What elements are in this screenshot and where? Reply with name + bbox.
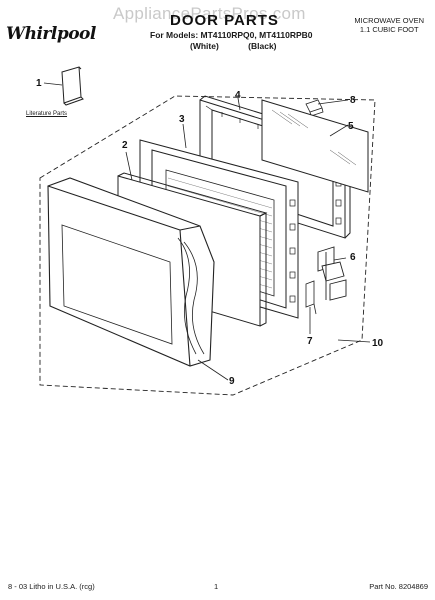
bracket-part	[305, 99, 324, 117]
callout-6: 6	[350, 252, 356, 263]
watermark: AppliancePartsPros.com	[113, 4, 306, 23]
callout-4: 4	[235, 90, 241, 101]
product-description: MICROWAVE OVEN 1.1 CUBIC FOOT	[354, 16, 424, 34]
color-black-label: (Black)	[248, 41, 277, 51]
color-labels: (White) (Black)	[190, 41, 304, 51]
callout-10: 10	[372, 338, 384, 349]
callout-9: 9	[229, 376, 235, 387]
brand-logo: Whirlpool	[6, 24, 96, 44]
footer-print-info: 8 - 03 Litho in U.S.A. (rcg)	[8, 582, 95, 591]
color-white-label: (White)	[190, 41, 219, 51]
door-latch-assembly	[317, 246, 347, 301]
literature-parts-label: Literature Parts	[26, 111, 68, 117]
callout-5: 5	[348, 121, 354, 132]
door-front-panel	[47, 177, 215, 367]
door-window-glass	[261, 99, 369, 193]
product-line-2: 1.1 CUBIC FOOT	[359, 25, 419, 34]
footer-part-number: Part No. 8204869	[369, 582, 428, 591]
callout-3: 3	[179, 114, 185, 125]
literature-booklet	[61, 66, 84, 106]
callout-1: 1	[36, 78, 42, 89]
footer-page-number: 1	[214, 582, 219, 591]
assembly-outline	[39, 95, 376, 396]
latch-lever	[305, 280, 317, 316]
callout-2: 2	[122, 140, 128, 151]
product-line-1: MICROWAVE OVEN	[354, 16, 424, 25]
models-line: For Models: MT4110RPQ0, MT4110RPB0	[150, 30, 313, 40]
callout-7: 7	[307, 336, 313, 347]
page-title: DOOR PARTS	[170, 12, 279, 29]
callout-8: 8	[350, 95, 356, 106]
